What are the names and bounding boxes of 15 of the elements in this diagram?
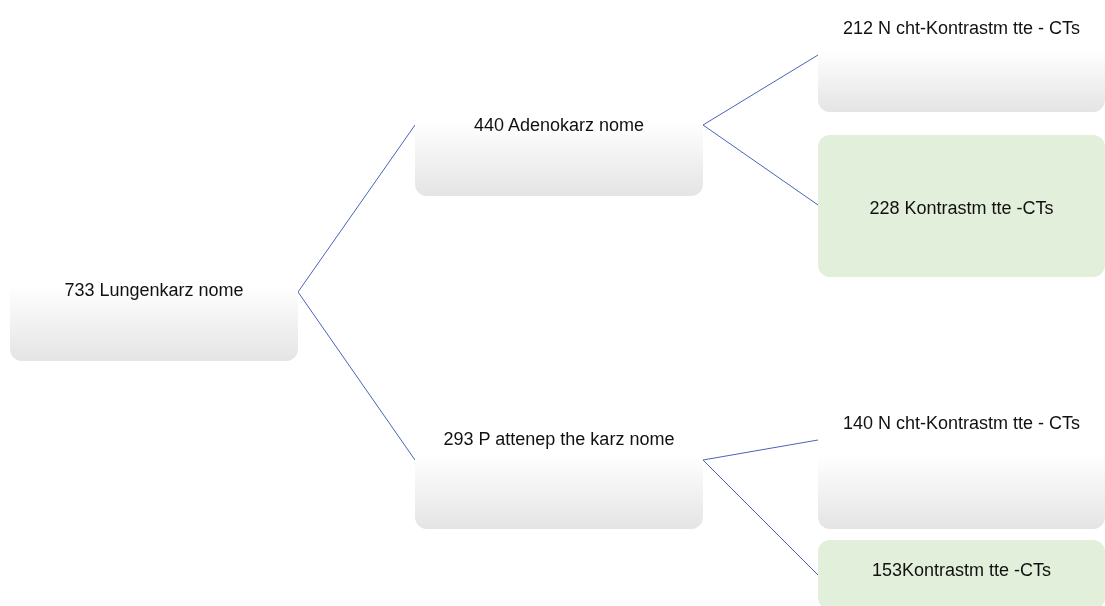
- box-label: 212 N cht-Kontrastm tte - CTs: [842, 18, 1081, 38]
- box-label: 440 Adenokarz nome: [473, 115, 645, 135]
- connector-line: [702, 459, 819, 576]
- box-label: 153Kontrastm tte -CTs: [871, 560, 1052, 580]
- box-label: 228 Kontrastm tte -CTs: [869, 198, 1054, 218]
- connector-line: [702, 439, 819, 461]
- connector-line: [702, 54, 819, 126]
- box-label: 293 P attenep the karz nome: [443, 429, 675, 449]
- box-label: 140 N cht-Kontrastm tte - CTs: [842, 413, 1081, 433]
- rounded-box: [818, 135, 1105, 277]
- connector-line: [702, 124, 819, 206]
- rounded-box: [818, 540, 1105, 606]
- box-label: 733 Lungenkarz nome: [64, 280, 244, 300]
- connector-line: [297, 124, 416, 293]
- connector-line: [297, 291, 416, 461]
